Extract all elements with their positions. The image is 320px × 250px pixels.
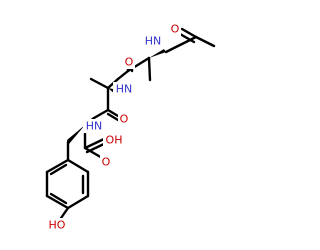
label-bg-n-ala2 <box>113 82 135 96</box>
atom-o-carbonyl-acid: O <box>102 156 111 169</box>
ring-bond-3 <box>66 194 90 210</box>
ring-bond-6 <box>45 158 70 174</box>
ring-bond-1 <box>66 158 90 174</box>
bond-acetyl-carbonyl-2 <box>178 32 196 44</box>
bond-ala1-c-n <box>116 69 130 81</box>
bond-ala2-c-o-2 <box>106 112 120 122</box>
label-bg-oh-acid <box>103 133 125 147</box>
atom-o-amide-ala2: O <box>120 113 129 126</box>
peptide-structure: O HN O HN O HN OH O HO <box>45 22 216 232</box>
ring-double-3 <box>49 163 68 176</box>
wedge-bond-ala1 <box>149 49 166 58</box>
bond-ala1-methyl <box>147 56 152 82</box>
label-bg-n-acetyl <box>142 34 164 48</box>
bond-ala2-c-o-1 <box>106 108 120 118</box>
atom-n-tyr: HN <box>86 120 103 133</box>
bond-ala2-c-n <box>92 108 110 120</box>
bond-acetyl-methyl <box>194 35 216 48</box>
bond-acetyl-carbonyl-1 <box>180 27 198 39</box>
ring-bond-4 <box>45 194 70 210</box>
atom-n-acetyl: HN <box>145 35 162 48</box>
label-bg-n-tyr <box>83 119 105 133</box>
label-bg-o-acetyl <box>169 22 181 36</box>
label-bg-oh-phenol <box>46 218 68 232</box>
atom-oh-phenol: HO <box>49 219 66 232</box>
atom-labels: O HN O HN O HN OH O HO <box>46 22 181 232</box>
ring-double-2 <box>49 192 68 205</box>
bond-acetyl-n <box>164 35 198 54</box>
acetyl-group <box>164 27 216 54</box>
wedge-bond-tyr <box>67 125 85 144</box>
bond-ala2-methyl <box>89 77 110 90</box>
tyrosine <box>45 116 108 223</box>
atom-oh-acid: OH <box>106 134 123 147</box>
label-bg-o-acid <box>100 155 112 169</box>
atom-o-acetyl: O <box>171 23 180 36</box>
bond-tyr-cooh-o-1 <box>83 137 106 150</box>
label-bg-o-ala1 <box>123 55 135 69</box>
atom-n-ala2: HN <box>116 83 133 96</box>
atom-o-amide-ala1: O <box>125 56 134 69</box>
label-bg-o-ala2 <box>118 112 130 126</box>
